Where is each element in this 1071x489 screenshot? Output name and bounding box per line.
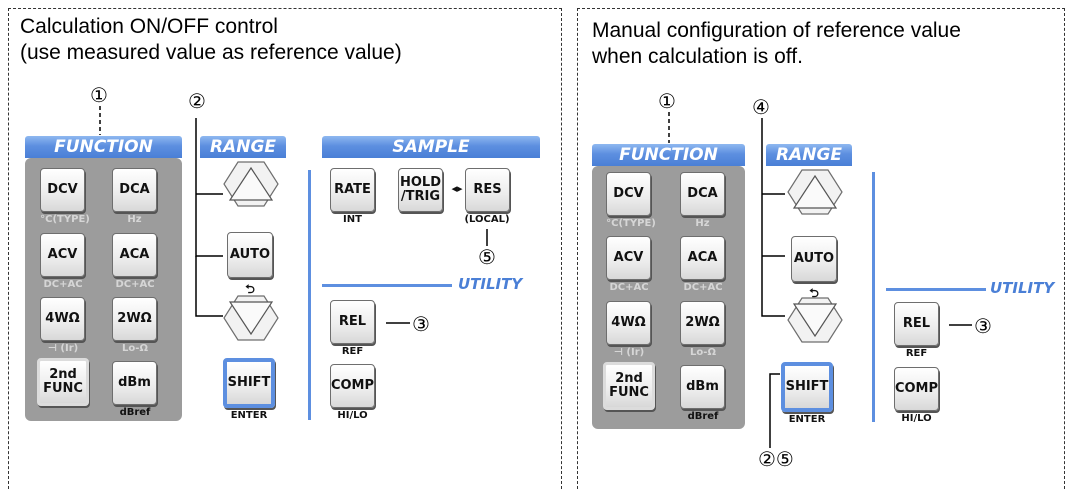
shift-key-right[interactable]: SHIFT xyxy=(781,362,833,412)
res-key-left[interactable]: RES xyxy=(465,168,510,212)
auto-sub-right: ⮌ xyxy=(809,286,819,300)
aca-key-left[interactable]: ACA xyxy=(112,233,157,277)
dcv-sub-right: °C(TYPE) xyxy=(606,218,656,229)
range-up-key-left[interactable] xyxy=(222,160,280,208)
2w-ohm-key-right[interactable]: 2WΩ xyxy=(680,301,725,345)
left-panel-frame xyxy=(8,8,562,489)
acv-key-left[interactable]: ACV xyxy=(40,233,85,277)
rel-key-left[interactable]: REL xyxy=(330,300,375,344)
dcv-key-left[interactable]: DCV xyxy=(40,168,85,212)
left-caption-line1: Calculation ON/OFF control xyxy=(20,15,278,38)
auto-sub-left: ⮌ xyxy=(245,282,255,296)
dca-sub-right: Hz xyxy=(695,218,710,229)
comp-sub-right: HI/LO xyxy=(901,413,932,424)
dca-sub-left: Hz xyxy=(127,214,142,225)
rate-sub-left: INT xyxy=(343,214,362,225)
4w-ohm-sub-left: ⊣ (Ir) xyxy=(47,343,79,354)
function-header-left: FUNCTION xyxy=(25,136,182,158)
dca-key-right[interactable]: DCA xyxy=(680,172,725,216)
callout-2-left: ② xyxy=(188,89,206,113)
4w-ohm-sub-right: ⊣ (Ir) xyxy=(613,347,645,358)
callout-1-left: ① xyxy=(90,83,108,107)
res-sub-left: (LOCAL) xyxy=(464,214,510,225)
sample-header-left: SAMPLE xyxy=(322,136,540,158)
shift-sub-right: ENTER xyxy=(788,414,826,425)
acv-key-right[interactable]: ACV xyxy=(606,236,651,280)
callout-3-left: ③ xyxy=(412,312,430,336)
aca-key-right[interactable]: ACA xyxy=(680,236,725,280)
right-panel-frame xyxy=(577,8,1065,489)
dbm-sub-right: dBref xyxy=(687,411,719,422)
aca-sub-left: DC+AC xyxy=(115,279,155,290)
range-header-left: RANGE xyxy=(200,136,286,158)
sample-divider-left xyxy=(308,170,311,420)
dbm-key-right[interactable]: dBm xyxy=(680,365,725,409)
utility-line-right xyxy=(886,288,986,291)
dbm-sub-left: dBref xyxy=(119,407,151,418)
dbm-key-left[interactable]: dBm xyxy=(112,361,157,405)
aca-sub-right: DC+AC xyxy=(683,282,723,293)
2w-ohm-sub-left: Lo-Ω xyxy=(122,343,148,354)
2nd-func-key-left[interactable]: 2nd FUNC xyxy=(37,358,89,406)
right-caption-line2: when calculation is off. xyxy=(592,45,803,68)
range-header-right: RANGE xyxy=(766,144,852,166)
dcv-key-right[interactable]: DCV xyxy=(606,172,651,216)
rel-sub-right: REF xyxy=(905,348,928,359)
acv-sub-left: DC+AC xyxy=(43,279,83,290)
utility-label-left: UTILITY xyxy=(458,275,523,293)
auto-key-left[interactable]: AUTO xyxy=(227,232,273,278)
rate-key-left[interactable]: RATE xyxy=(330,168,375,212)
dcv-sub-left: °C(TYPE) xyxy=(40,214,90,225)
hold-trig-key-left[interactable]: HOLD /TRIG xyxy=(398,168,443,212)
callout-3-right: ③ xyxy=(974,314,992,338)
callout-5-left: ⑤ xyxy=(478,245,496,269)
acv-sub-right: DC+AC xyxy=(609,282,649,293)
shift-key-left[interactable]: SHIFT xyxy=(223,358,275,408)
2w-ohm-key-left[interactable]: 2WΩ xyxy=(112,297,157,341)
callout-4-right: ④ xyxy=(752,95,770,119)
utility-divider-right xyxy=(872,172,875,422)
auto-key-right[interactable]: AUTO xyxy=(791,236,837,282)
function-header-right: FUNCTION xyxy=(592,144,745,166)
left-caption-line2: (use measured value as reference value) xyxy=(20,41,402,64)
utility-line-left xyxy=(322,284,452,287)
range-up-key-right[interactable] xyxy=(786,168,844,216)
hold-res-arrow-left: ◂▸ xyxy=(451,182,463,195)
4w-ohm-key-right[interactable]: 4WΩ xyxy=(606,301,651,345)
2nd-func-key-right[interactable]: 2nd FUNC xyxy=(603,362,655,410)
dca-key-left[interactable]: DCA xyxy=(112,168,157,212)
callout-2-5-right: ②⑤ xyxy=(758,447,794,471)
comp-sub-left: HI/LO xyxy=(337,410,368,421)
rel-sub-left: REF xyxy=(341,346,364,357)
4w-ohm-key-left[interactable]: 4WΩ xyxy=(40,297,85,341)
right-caption-line1: Manual configuration of reference value xyxy=(592,19,961,42)
comp-key-right[interactable]: COMP xyxy=(894,367,939,411)
range-down-key-right[interactable] xyxy=(786,296,844,344)
comp-key-left[interactable]: COMP xyxy=(330,364,375,408)
2w-ohm-sub-right: Lo-Ω xyxy=(690,347,716,358)
callout-1-right: ① xyxy=(658,89,676,113)
rel-key-right[interactable]: REL xyxy=(894,302,939,346)
utility-label-right: UTILITY xyxy=(990,279,1055,297)
range-down-key-left[interactable] xyxy=(222,294,280,342)
shift-sub-left: ENTER xyxy=(230,410,268,421)
